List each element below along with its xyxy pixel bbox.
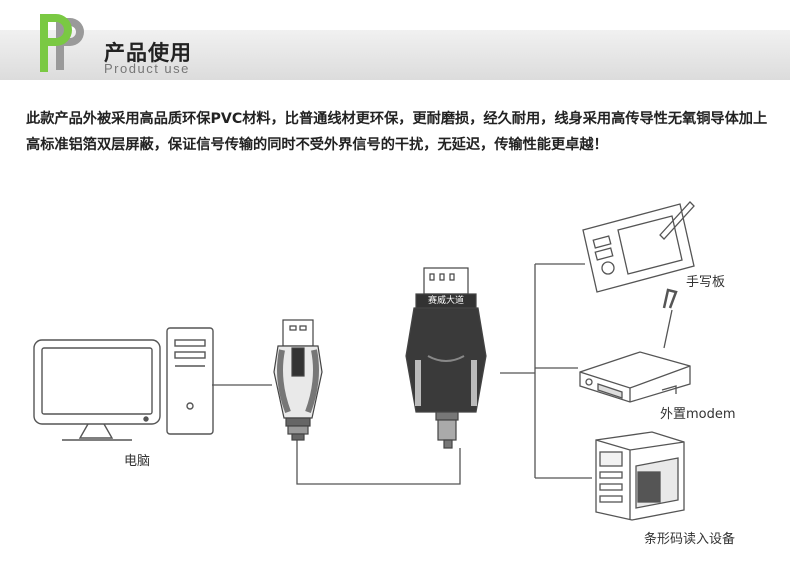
usb-connector-icon [273, 319, 323, 441]
monitor-icon [33, 339, 161, 441]
tablet-label: 手写板 [686, 275, 725, 290]
product-description: 此款产品外被采用高品质环保PVC材料，比普通线材更环保，更耐磨损，经久耐用，线身… [26, 111, 768, 153]
modem-label: 外置modem [660, 407, 736, 422]
db9-connector-icon [405, 267, 487, 449]
cable-loop-line [296, 438, 461, 485]
connection-diagram: 电脑 赛威大道 手写板 [33, 201, 736, 547]
computer-label: 电脑 [124, 454, 150, 469]
logo-pp [40, 14, 84, 72]
section-title: 产品使用 [104, 41, 192, 65]
header-banner [0, 30, 790, 80]
modem-icon [579, 288, 691, 403]
db9-brand-text: 赛威大道 [428, 294, 464, 306]
tablet-icon [582, 201, 695, 293]
pc-tower-icon [166, 327, 214, 435]
barcode-device-icon [595, 431, 685, 521]
section-subtitle: Product use [104, 61, 190, 76]
scanner-label: 条形码读入设备 [644, 531, 735, 547]
